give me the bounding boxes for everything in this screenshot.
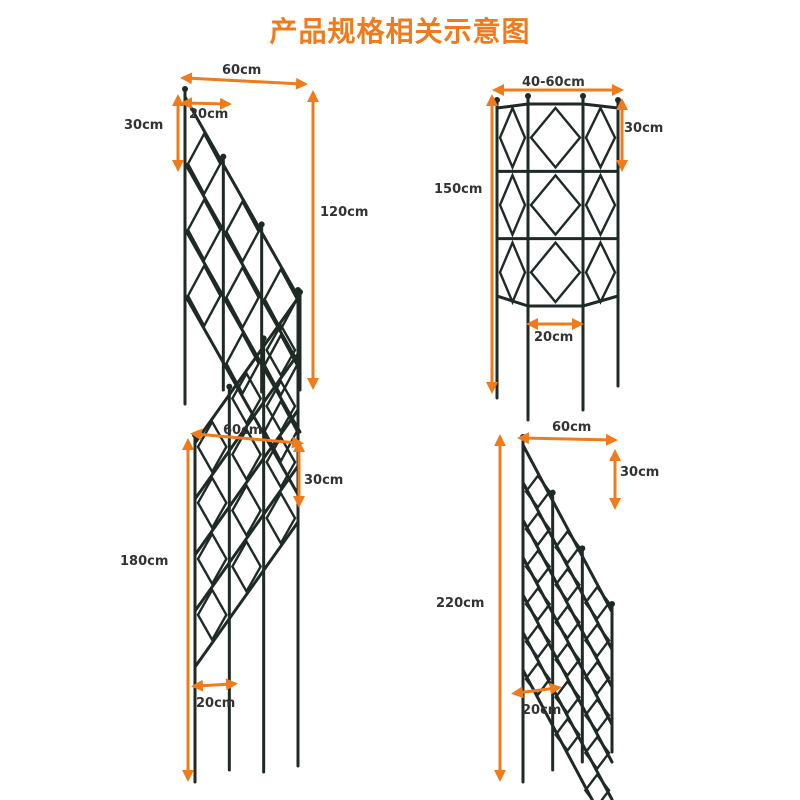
post-cap (609, 601, 615, 607)
diamond-lattice (186, 131, 222, 197)
diamond-lattice (583, 622, 611, 659)
rail (183, 293, 302, 500)
post-cap (182, 86, 188, 92)
post-cap (494, 97, 500, 103)
diamond-lattice (584, 172, 617, 238)
panel-220: 60cm 30cm 20cm 220cm (436, 420, 659, 800)
diamond-lattice (196, 531, 228, 587)
rail (193, 464, 300, 613)
post-cap (220, 153, 227, 160)
diamond-lattice (583, 697, 611, 734)
rail (521, 556, 614, 726)
diamond-lattice (524, 623, 552, 660)
diamond-lattice (584, 239, 617, 305)
diamond-lattice (554, 642, 581, 678)
diamond-lattice (584, 105, 617, 171)
height-label: 150cm (434, 182, 482, 197)
diamond-lattice (554, 717, 581, 753)
cell-arrow (180, 97, 232, 110)
diamond-lattice (498, 239, 527, 306)
diamond-lattice (554, 604, 581, 640)
rail (521, 593, 614, 764)
diamond-lattice (224, 264, 261, 331)
cell-arrow (191, 678, 238, 692)
section-label: 30cm (624, 121, 663, 136)
rail (183, 95, 302, 302)
post-cap (258, 221, 265, 228)
post-cap (295, 287, 301, 293)
diamond-lattice (498, 172, 527, 238)
post-cap (260, 335, 267, 342)
height-label: 120cm (320, 205, 368, 220)
diamond-lattice (263, 266, 299, 332)
width-arrow (180, 72, 308, 90)
diamond-lattice (265, 490, 297, 546)
diamond-lattice (230, 483, 263, 538)
diamond-lattice (230, 371, 263, 426)
post-cap (579, 545, 586, 552)
rail (193, 352, 300, 501)
panel-180: 60cm 30cm 20cm 180cm (120, 287, 343, 784)
diamond-lattice (230, 539, 263, 594)
rail (521, 631, 614, 800)
diamond-lattice (196, 475, 228, 531)
diamond-lattice (529, 106, 582, 170)
diamond-lattice (583, 660, 611, 696)
post-cap (615, 97, 621, 103)
diamond-lattice (186, 197, 222, 263)
diamond-lattice (554, 529, 581, 565)
rail (193, 520, 300, 669)
width-label: 40-60cm (522, 75, 585, 90)
diamond-lattice (186, 263, 222, 329)
post-cap (549, 489, 556, 496)
diamond-lattice (498, 104, 527, 171)
cell-label: 20cm (534, 330, 573, 345)
section-label: 30cm (124, 118, 163, 133)
cell-label: 20cm (196, 696, 235, 711)
rail (521, 518, 614, 689)
height-label: 180cm (120, 554, 168, 569)
post-cap (580, 93, 586, 99)
diamond-lattice (524, 511, 552, 547)
width-label: 60cm (552, 420, 591, 435)
width-label: 60cm (222, 63, 261, 78)
diamond-lattice (583, 735, 611, 771)
cell-label: 20cm (189, 107, 228, 122)
diamond-lattice (524, 548, 552, 585)
diamond-lattice (583, 585, 611, 621)
rail (183, 227, 302, 434)
rail (183, 161, 302, 368)
rail (521, 481, 614, 651)
page-title: 产品规格相关示意图 (269, 15, 531, 48)
width-label: 60cm (223, 423, 262, 438)
section-label: 30cm (620, 465, 659, 480)
diamond-lattice (224, 330, 261, 397)
diamond-lattice (524, 586, 552, 622)
diamond-lattice (529, 173, 582, 237)
diamond-lattice (524, 473, 552, 510)
diamond-lattice (265, 434, 297, 490)
diamond-lattice (583, 772, 611, 800)
diamond-lattice (554, 567, 581, 603)
diamond-lattice (196, 587, 228, 643)
post-cap (525, 93, 531, 99)
diamond-lattice (265, 322, 297, 378)
diamond-lattice (529, 240, 582, 304)
width-arrow (517, 432, 618, 446)
panel-150: 40-60cm 30cm 20cm 150cm (434, 75, 663, 422)
cell-label: 20cm (522, 703, 561, 718)
section-label: 30cm (304, 473, 343, 488)
rail (193, 296, 300, 445)
post-cap (226, 383, 233, 390)
cell-arrow (511, 682, 562, 699)
width-arrow (190, 428, 304, 449)
rail (521, 443, 614, 614)
diamond-lattice (224, 198, 261, 265)
diamond-lattice (265, 378, 297, 434)
height-label: 220cm (436, 596, 484, 611)
